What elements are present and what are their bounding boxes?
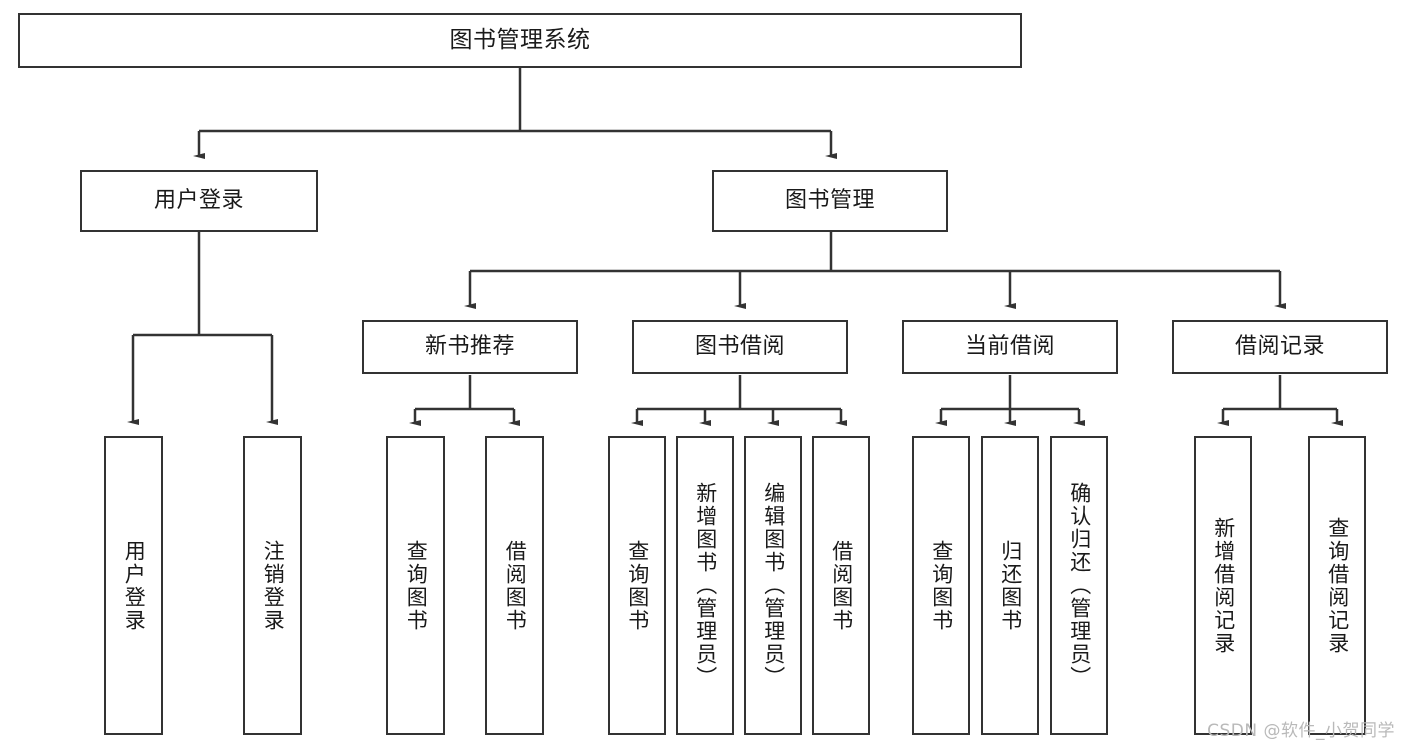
node-book-management[interactable]: 图书管理 (712, 170, 948, 232)
node-current-borrow[interactable]: 当前借阅 (902, 320, 1118, 374)
leaf-recommend-borrow-book[interactable]: 借阅图书 (485, 436, 544, 735)
node-label: 图书管理 (784, 187, 875, 213)
leaf-record-add-record[interactable]: 新增借阅记录 (1194, 436, 1252, 735)
node-user-login[interactable]: 用户登录 (80, 170, 318, 232)
node-label: 图书借阅 (694, 333, 785, 359)
leaf-user-login-login[interactable]: 用户登录 (104, 436, 163, 735)
node-label: 用户登录 (153, 187, 244, 213)
leaf-current-return-book[interactable]: 归还图书 (981, 436, 1039, 735)
leaf-label: 查询图书 (625, 539, 650, 632)
leaf-label: 查询图书 (929, 539, 954, 632)
leaf-label: 新增图书（管理员） (693, 482, 718, 689)
leaf-label: 编辑图书（管理员） (761, 482, 786, 689)
leaf-label: 查询图书 (404, 539, 429, 632)
leaf-borrow-add-book-admin[interactable]: 新增图书（管理员） (676, 436, 734, 735)
leaf-current-confirm-return-admin[interactable]: 确认归还（管理员） (1050, 436, 1108, 735)
leaf-label: 注销登录 (261, 539, 286, 632)
leaf-label: 借阅图书 (503, 539, 528, 632)
leaf-record-query-record[interactable]: 查询借阅记录 (1308, 436, 1366, 735)
node-label: 借阅记录 (1234, 333, 1325, 359)
leaf-label: 借阅图书 (829, 539, 854, 632)
node-label: 当前借阅 (964, 333, 1055, 359)
node-book-borrow[interactable]: 图书借阅 (632, 320, 848, 374)
leaf-label: 用户登录 (122, 539, 147, 632)
leaf-label: 归还图书 (998, 539, 1023, 632)
node-label: 新书推荐 (424, 333, 515, 359)
watermark: CSDN @软件_小贺同学 (1207, 721, 1395, 741)
leaf-recommend-query-book[interactable]: 查询图书 (386, 436, 445, 735)
leaf-user-login-logout[interactable]: 注销登录 (243, 436, 302, 735)
leaf-borrow-edit-book-admin[interactable]: 编辑图书（管理员） (744, 436, 802, 735)
node-borrow-record[interactable]: 借阅记录 (1172, 320, 1388, 374)
node-new-book-recommend[interactable]: 新书推荐 (362, 320, 578, 374)
leaf-borrow-query-book[interactable]: 查询图书 (608, 436, 666, 735)
leaf-borrow-borrow-book[interactable]: 借阅图书 (812, 436, 870, 735)
leaf-label: 新增借阅记录 (1211, 516, 1236, 655)
node-root-system[interactable]: 图书管理系统 (18, 13, 1022, 68)
leaf-label: 确认归还（管理员） (1067, 482, 1092, 689)
leaf-label: 查询借阅记录 (1325, 516, 1350, 655)
node-label: 图书管理系统 (449, 26, 591, 53)
leaf-current-query-book[interactable]: 查询图书 (912, 436, 970, 735)
